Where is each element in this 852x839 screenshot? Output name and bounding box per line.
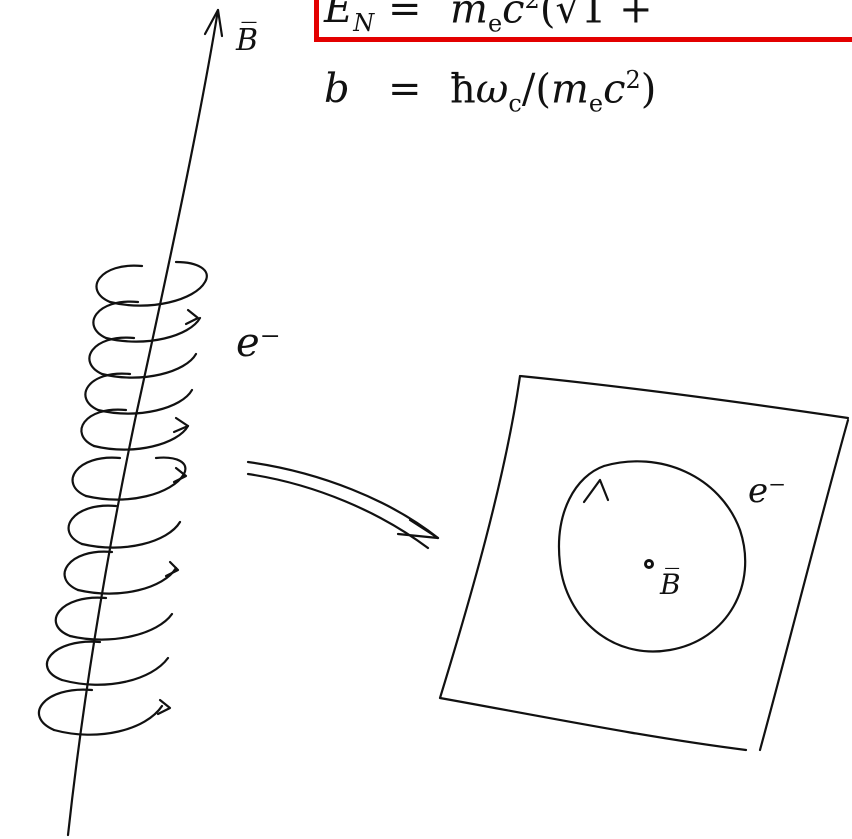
field-axis-arrowhead [203,8,224,38]
equation-rhs-energy: mec2(√1 + [450,0,653,38]
zoom-panel-frame [438,374,850,752]
orbit-arrowhead [582,478,610,504]
electron-orbit [557,460,747,653]
equation-lhs-b: b [324,66,350,113]
equation-lhs-energy: EN [324,0,375,38]
equation-equals: = [388,66,422,113]
equation-energy-level: EN = mec2(√1 + [324,0,653,35]
label-field-top: B̅ [235,22,258,58]
highlight-box [314,0,852,42]
equation-rhs-b: ħωc/(mec2) [450,66,657,118]
equation-block: EN = mec2(√1 + b = ħωc/(mec2) [310,0,852,130]
helix-direction-arrows [156,308,200,716]
label-electron-right: e⁻ [748,471,786,511]
label-field-center: B̅ [659,568,681,601]
equation-equals: = [388,0,422,33]
equation-b-param: b = ħωc/(mec2) [324,68,656,115]
helix-back-arcs [38,264,144,732]
projection-arrow [246,460,440,550]
label-electron-left: e⁻ [236,320,281,366]
helix-front-arcs [52,260,208,736]
field-axis-line [66,8,220,837]
